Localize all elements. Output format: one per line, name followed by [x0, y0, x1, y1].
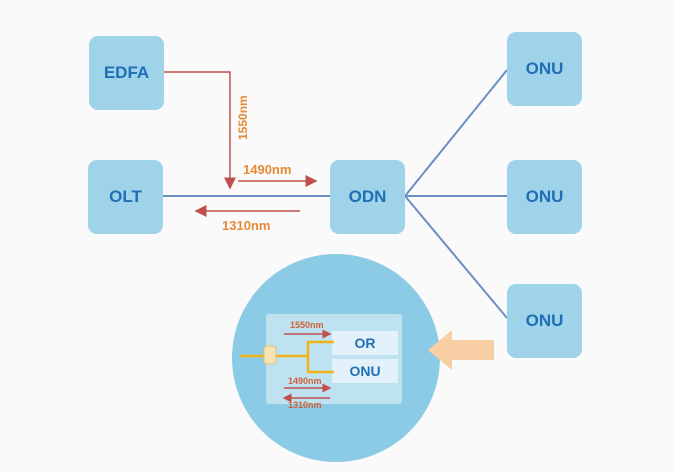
- onu-top-label: ONU: [525, 59, 564, 78]
- label-1550nm: 1550nm: [236, 95, 250, 140]
- detail-label-1310nm: 1310nm: [288, 400, 322, 410]
- onu-node-top[interactable]: ONU: [507, 32, 582, 106]
- edfa-1550-arrow: [164, 71, 236, 190]
- odn-node[interactable]: ODN: [330, 160, 405, 234]
- detail-box-top-bg: [332, 331, 398, 355]
- detail-label-1490nm: 1490nm: [288, 376, 322, 386]
- olt-label: OLT: [109, 187, 142, 206]
- detail-box-or: OR: [354, 335, 376, 351]
- detail-split-top: [306, 340, 334, 356]
- onu-node-mid[interactable]: ONU: [507, 160, 582, 234]
- detail-box-onu: ONU: [349, 363, 381, 379]
- odn-label: ODN: [348, 187, 387, 206]
- onu-node-bottom[interactable]: ONU: [507, 284, 582, 358]
- edfa-label: EDFA: [103, 63, 150, 82]
- edfa-node[interactable]: EDFA: [89, 36, 164, 110]
- label-1310nm: 1310nm: [222, 218, 271, 233]
- detail-label-1550nm: 1550nm: [290, 320, 324, 330]
- label-1490nm: 1490nm: [243, 162, 292, 177]
- onu-bottom-label: ONU: [525, 311, 564, 330]
- onu-mid-label: ONU: [525, 187, 564, 206]
- detail-split-bottom: [306, 356, 334, 374]
- olt-node[interactable]: OLT: [88, 160, 163, 234]
- fiber-odn-onu-bot: [404, 195, 508, 319]
- detail-box-bottom-bg: [332, 359, 398, 383]
- fiber-odn-onu-top: [404, 69, 508, 197]
- zoom-arrow: [428, 330, 494, 370]
- detail-connector: [263, 345, 277, 365]
